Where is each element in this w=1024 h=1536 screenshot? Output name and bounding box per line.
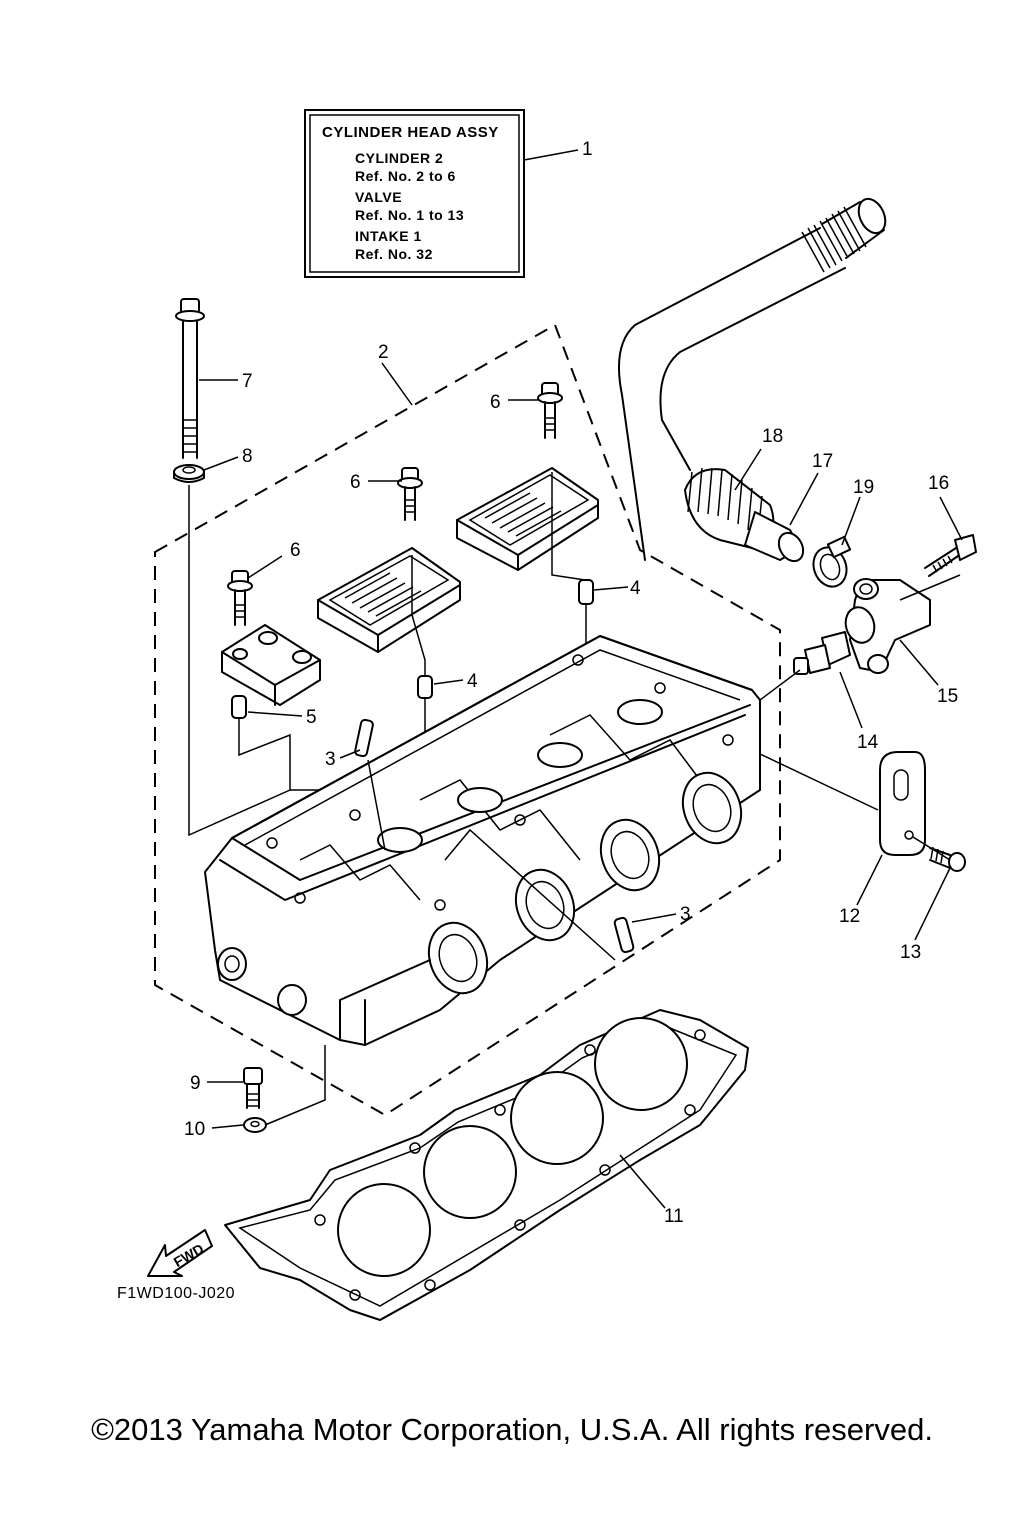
hose-clamp (812, 535, 852, 588)
leader-lines (199, 362, 963, 1209)
dowel-5-path (238, 718, 345, 791)
callout-11: 11 (664, 1206, 684, 1227)
callout-7: 7 (242, 371, 253, 392)
callout-3a: 3 (325, 749, 336, 770)
callout-14: 14 (857, 732, 879, 753)
cap-middle-path (411, 555, 426, 676)
bolt-16 (924, 534, 977, 577)
assy-note-box: CYLINDER HEAD ASSY CYLINDER 2 Ref. No. 2… (304, 109, 525, 278)
dowel-3-lower-path (444, 828, 616, 961)
callout-16: 16 (928, 473, 949, 494)
head-gasket (224, 1009, 749, 1321)
washer-10 (243, 1117, 267, 1133)
callouts: 1 2 3 3 4 4 5 6 6 6 7 8 9 10 11 12 13 14… (184, 139, 958, 1227)
callout-9: 9 (190, 1073, 201, 1094)
callout-4a: 4 (630, 578, 641, 599)
copyright-notice: ©2013 Yamaha Motor Corporation, U.S.A. A… (91, 1412, 933, 1447)
callout-4b: 4 (467, 671, 478, 692)
callout-5: 5 (306, 707, 317, 728)
bolt-7-path (188, 485, 291, 837)
callout-19: 19 (853, 477, 874, 498)
callout-1: 1 (582, 139, 593, 160)
callout-2: 2 (378, 342, 389, 363)
water-fitting (844, 574, 961, 674)
assy-line-1: CYLINDER 2 (355, 150, 443, 166)
hose-bellows-upper (801, 206, 867, 273)
callout-10: 10 (184, 1119, 205, 1140)
callout-8: 8 (242, 446, 253, 467)
cam-cap-middle (317, 467, 461, 699)
assy-line-5: INTAKE 1 (355, 228, 422, 244)
callout-6c: 6 (290, 540, 301, 561)
intake-hose (618, 197, 887, 563)
callout-13: 13 (900, 942, 921, 963)
washer-8 (173, 464, 205, 483)
dowel-3-upper (354, 718, 374, 758)
assy-title: CYLINDER HEAD ASSY (322, 124, 499, 141)
dowel-3-upper-path (367, 759, 386, 851)
assy-line-4: Ref. No. 1 to 13 (355, 207, 464, 223)
callout-17: 17 (812, 451, 833, 472)
assy-line-3: VALVE (355, 189, 402, 205)
leader-1 (523, 149, 579, 161)
assy-line-6: Ref. No. 32 (355, 246, 433, 262)
temp-sensor (759, 631, 851, 701)
bolt-13-link (912, 836, 951, 861)
diagram-code: F1WD100-J020 (117, 1285, 235, 1302)
cap-rear-path (551, 472, 586, 581)
head-bolt-7 (175, 298, 205, 459)
callout-6a: 6 (490, 392, 501, 413)
callout-6b: 6 (350, 472, 361, 493)
callout-18: 18 (762, 426, 783, 447)
callout-15: 15 (937, 686, 958, 707)
fwd-arrow: FWD (147, 1229, 213, 1277)
cam-cap-rear (456, 382, 599, 605)
callout-12: 12 (839, 906, 860, 927)
dowel-3-lower (613, 916, 635, 954)
assembly-boundary (154, 323, 781, 1117)
cam-cap-small (221, 570, 321, 719)
callout-3b: 3 (680, 904, 691, 925)
assy-line-2: Ref. No. 2 to 6 (355, 168, 456, 184)
bracket-12 (879, 751, 926, 856)
bolt-9-path (264, 1045, 326, 1126)
bolt-9 (243, 1067, 263, 1109)
